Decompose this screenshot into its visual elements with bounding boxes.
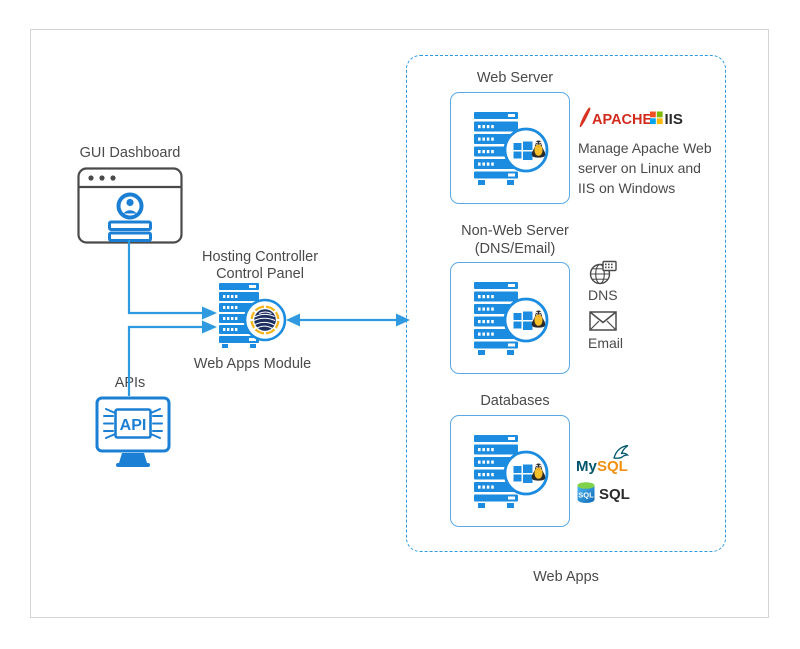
gui-dashboard-label: GUI Dashboard (79, 145, 181, 161)
server-hosting-controller-icon (209, 281, 291, 353)
non-web-server-card (450, 262, 570, 374)
controller-title-line1: Hosting Controller (201, 249, 319, 265)
controller-to-webapps-arrow (286, 311, 410, 329)
iis-logo-text: IIS (665, 111, 683, 128)
web-apps-module-label: Web Apps Module (193, 356, 312, 372)
dns-label: DNS (588, 287, 618, 303)
web-server-title: Web Server (476, 70, 554, 86)
email-icon (589, 310, 617, 332)
mysql-logo: My SQL (576, 444, 636, 480)
web-apps-group-label: Web Apps (533, 569, 599, 585)
server-windows-linux-icon (468, 110, 556, 188)
mssql-logo-text: SQL (599, 486, 630, 503)
web-apps-group-boundary (406, 55, 726, 552)
apis-to-controller-arrow (125, 320, 225, 400)
apache-logo: APACHE (578, 107, 652, 129)
mysql-logo-text-sql: SQL (597, 458, 628, 475)
non-web-server-title-line2: (DNS/Email) (474, 241, 556, 257)
web-server-description: Manage Apache Web server on Linux and II… (578, 140, 712, 196)
svg-text:API: API (120, 417, 147, 434)
api-monitor-icon: API (92, 396, 174, 468)
iis-logo: IIS (650, 108, 694, 128)
apache-logo-text: APACHE (592, 112, 652, 128)
non-web-server-title-line1: Non-Web Server (461, 223, 569, 239)
databases-title: Databases (480, 393, 550, 409)
databases-card (450, 415, 570, 527)
email-label: Email (588, 335, 624, 351)
server-windows-linux-icon (468, 433, 556, 511)
server-windows-linux-icon (468, 280, 556, 358)
controller-title-line2: Control Panel (216, 266, 304, 282)
mysql-logo-text-my: My (576, 458, 597, 475)
browser-window-user-icon (77, 167, 183, 244)
mssql-badge-text: SQL (578, 491, 594, 500)
web-server-card (450, 92, 570, 204)
mssql-logo: SQL SQL (576, 481, 632, 505)
dashboard-to-controller-arrow (125, 240, 225, 330)
dns-icon (588, 260, 618, 286)
